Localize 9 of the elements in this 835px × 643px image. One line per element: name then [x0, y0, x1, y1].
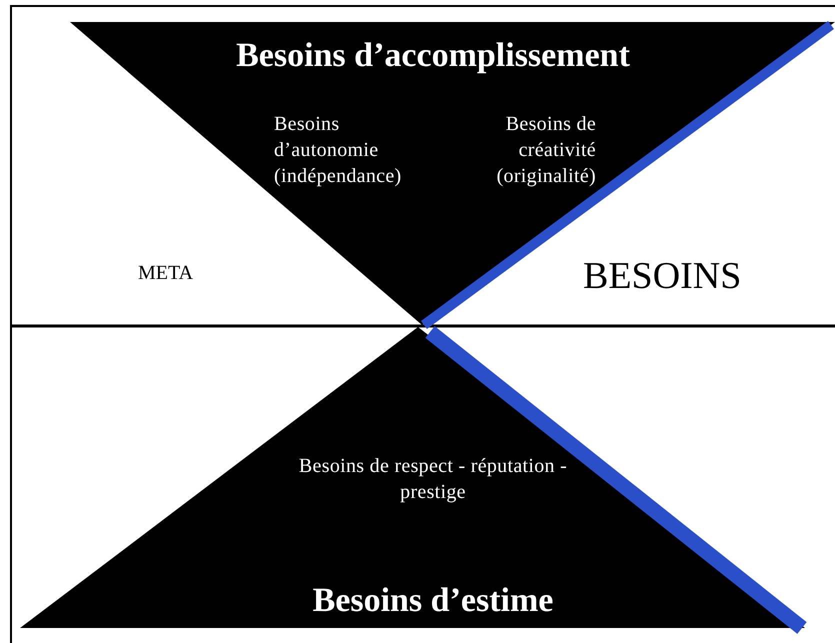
body-text: Besoins de respect - réputation - prestige — [298, 454, 568, 505]
triangle-shape — [70, 22, 835, 325]
triangle-shape — [20, 327, 805, 628]
label-text: BESOINS — [583, 254, 742, 298]
body-text: Besoins de créativité (originalité) — [496, 112, 596, 189]
heading-text: Besoins d’estime — [312, 581, 554, 621]
body-text: Besoins d’autonomie (indépendance) — [274, 112, 402, 189]
heading-text: Besoins d’accomplissement — [235, 36, 631, 76]
label-text: META — [138, 262, 194, 285]
